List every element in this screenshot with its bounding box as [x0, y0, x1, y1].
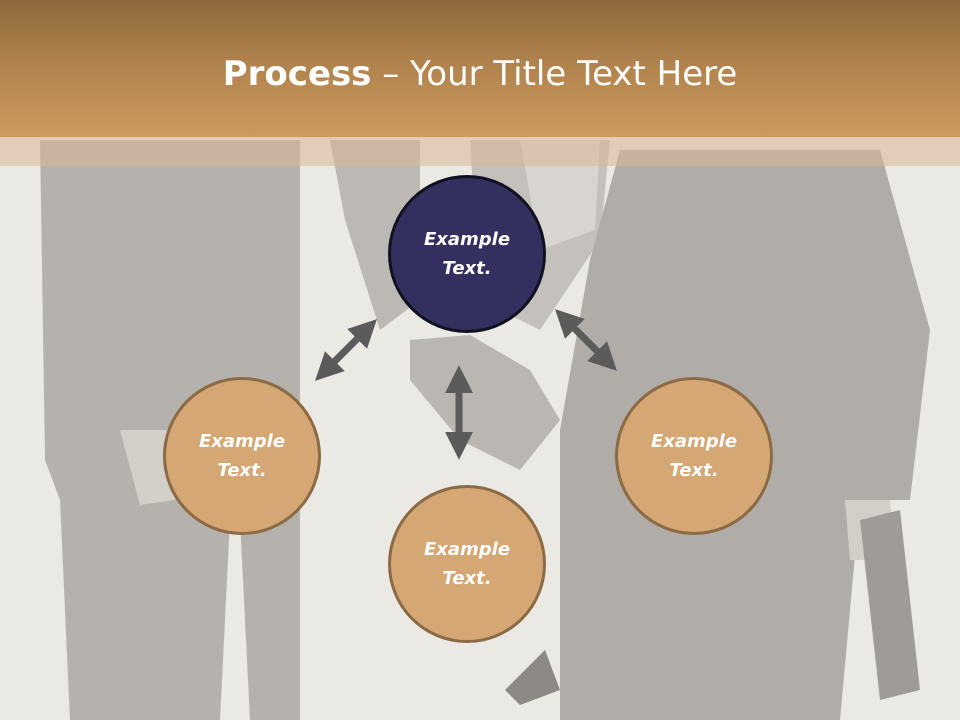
- process-step-top: Example Text.: [388, 175, 546, 333]
- process-step-left: Example Text.: [163, 377, 321, 535]
- title-rest-text: – Your Title Text Here: [371, 54, 738, 94]
- title-bar: [0, 0, 960, 137]
- title-bold-text: Process: [222, 54, 372, 94]
- process-step-bottom: Example Text.: [388, 485, 546, 643]
- process-step-right: Example Text.: [615, 377, 773, 535]
- double-arrow-icon: [315, 319, 377, 381]
- slide-title: Process – Your Title Text Here: [0, 48, 960, 100]
- step-label: Example Text.: [423, 539, 511, 589]
- step-label: Example Text.: [198, 431, 286, 481]
- step-label: Example Text.: [423, 229, 511, 279]
- step-label: Example Text.: [650, 431, 738, 481]
- double-arrow-icon: [555, 309, 617, 371]
- title-strip: [0, 137, 960, 166]
